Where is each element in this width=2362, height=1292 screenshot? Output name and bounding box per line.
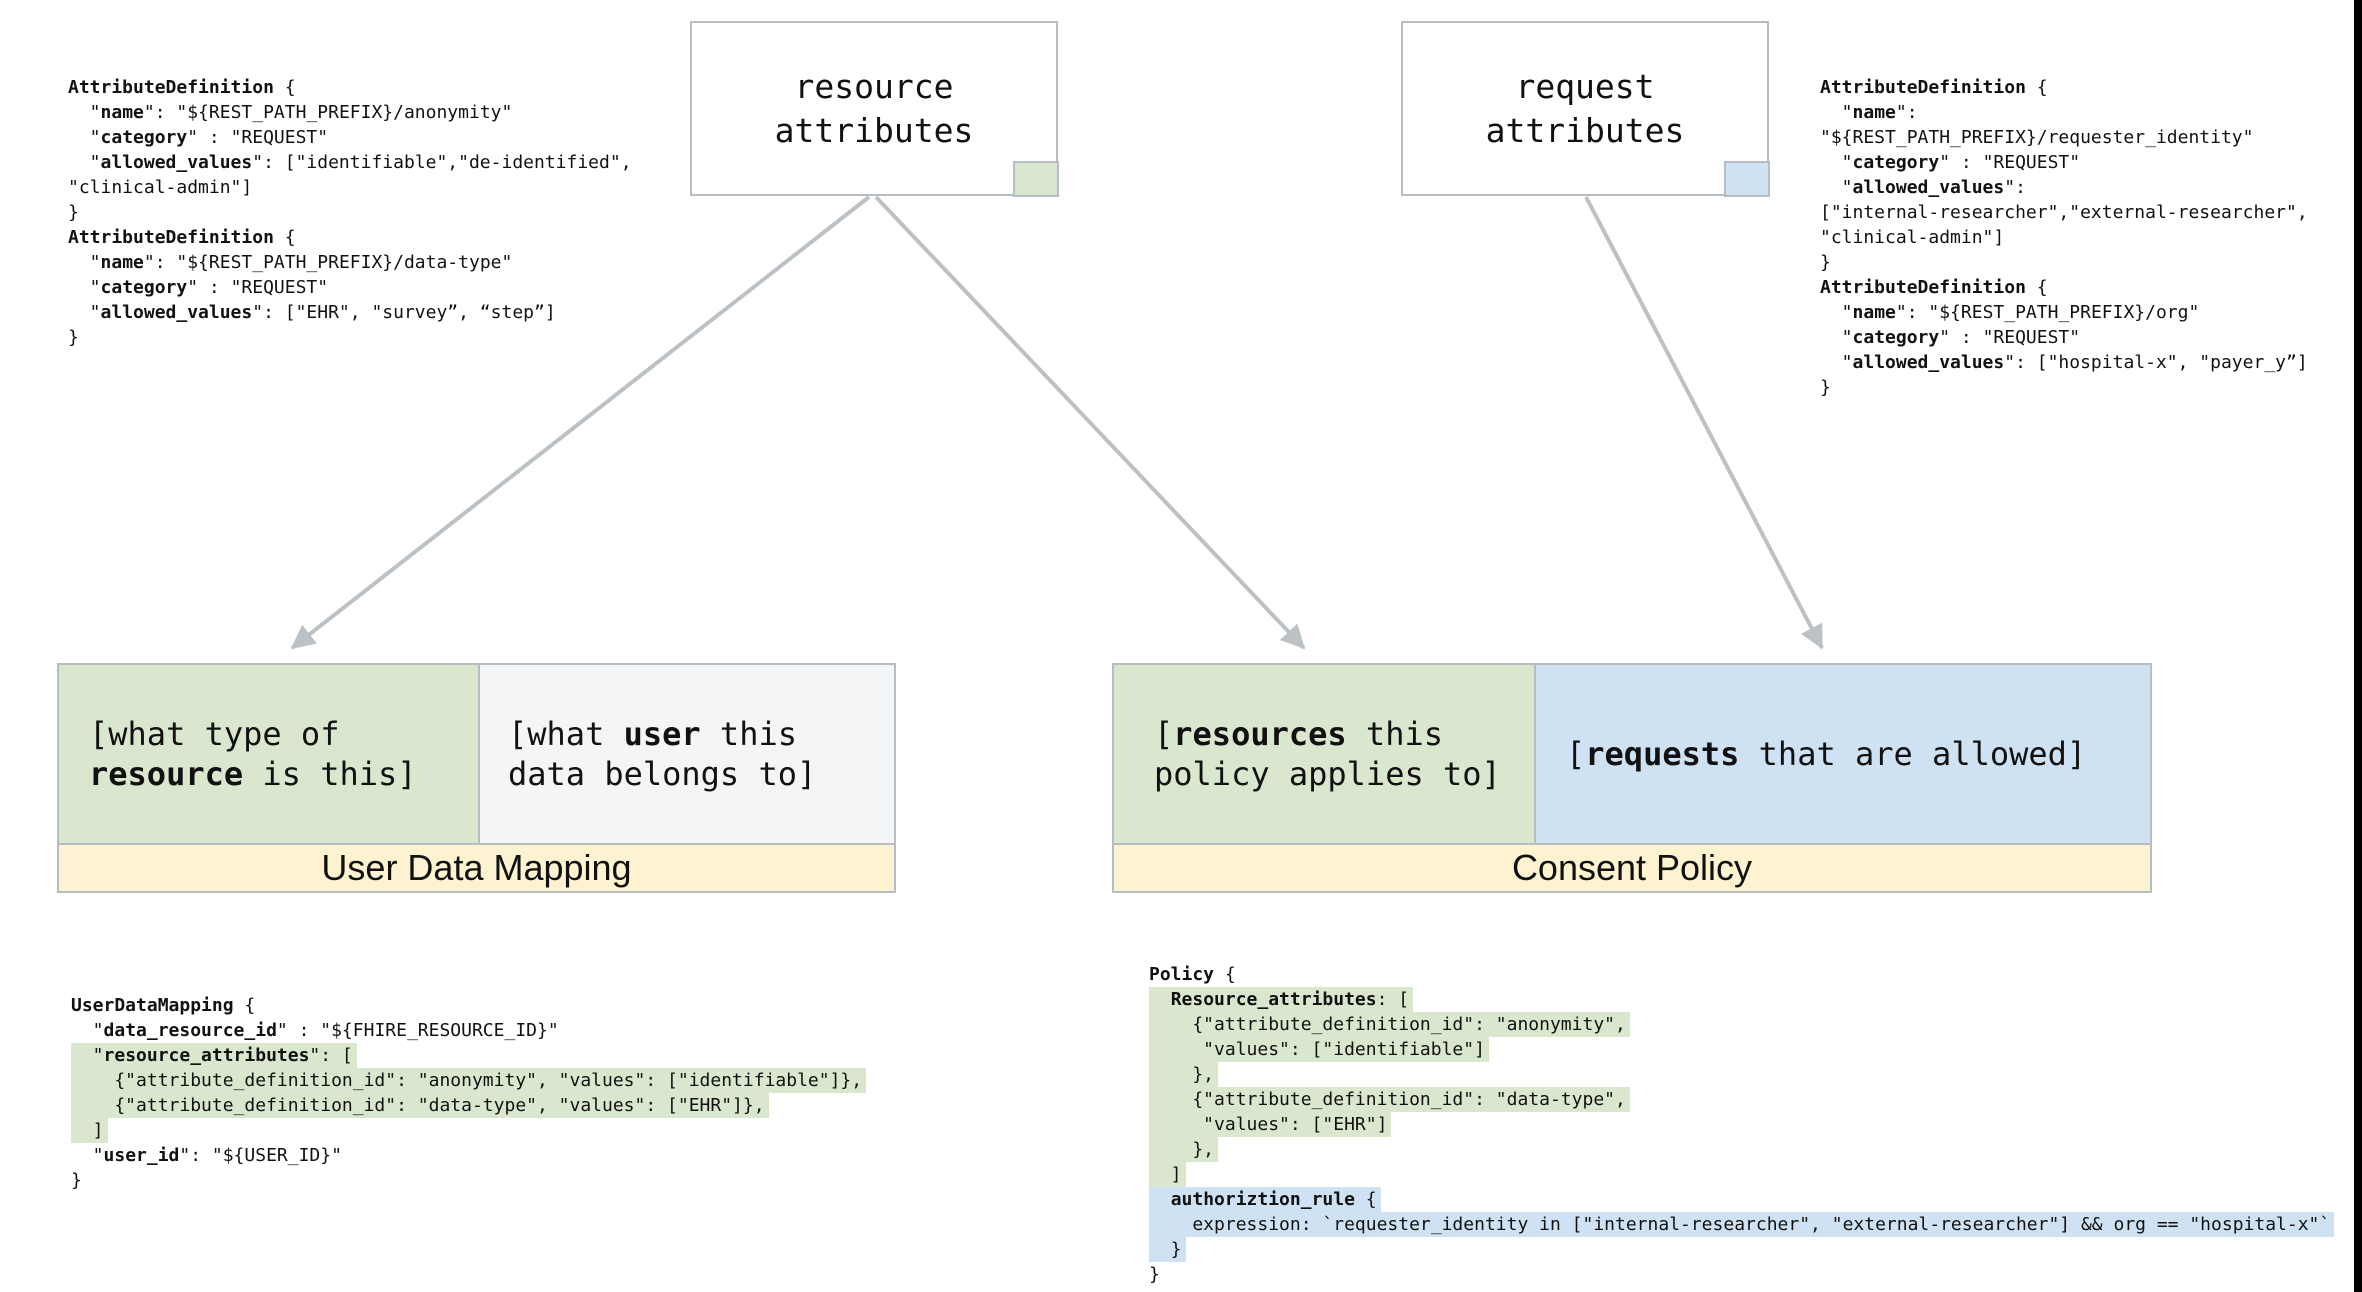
consent-policy-title: Consent Policy [1114,843,2150,891]
arrow-resource-to-user-data-mapping [290,195,871,650]
resource-attributes-label-line2: attributes [774,110,974,150]
resource-attributes-node: resource attributes [690,21,1059,197]
resource-color-tag [1012,160,1059,197]
page-edge [2354,0,2362,1292]
request-color-tag [1723,160,1770,197]
request-attributes-label-line1: request [1515,66,1655,106]
request-attributes-label-line2: attributes [1485,110,1685,150]
attribute-definition-left-code: AttributeDefinition { "name": "${REST_PA… [68,77,632,348]
consent-policy-requests-cell: [requests that are allowed] [1534,665,2150,843]
user-data-mapping-code: UserDataMapping { "data_resource_id" : "… [71,993,867,1193]
arrow-request-to-consent-policy [1584,196,1824,650]
request-attributes-node: request attributes [1401,21,1770,197]
resource-attributes-label-line1: resource [794,66,954,106]
arrow-resource-to-consent-policy [874,195,1306,650]
user-data-mapping-title: User Data Mapping [59,843,894,891]
attribute-definition-right-code: AttributeDefinition { "name":"${REST_PAT… [1820,77,2308,398]
policy-code: Policy { Resource_attributes: [ {"attrib… [1149,962,2335,1287]
